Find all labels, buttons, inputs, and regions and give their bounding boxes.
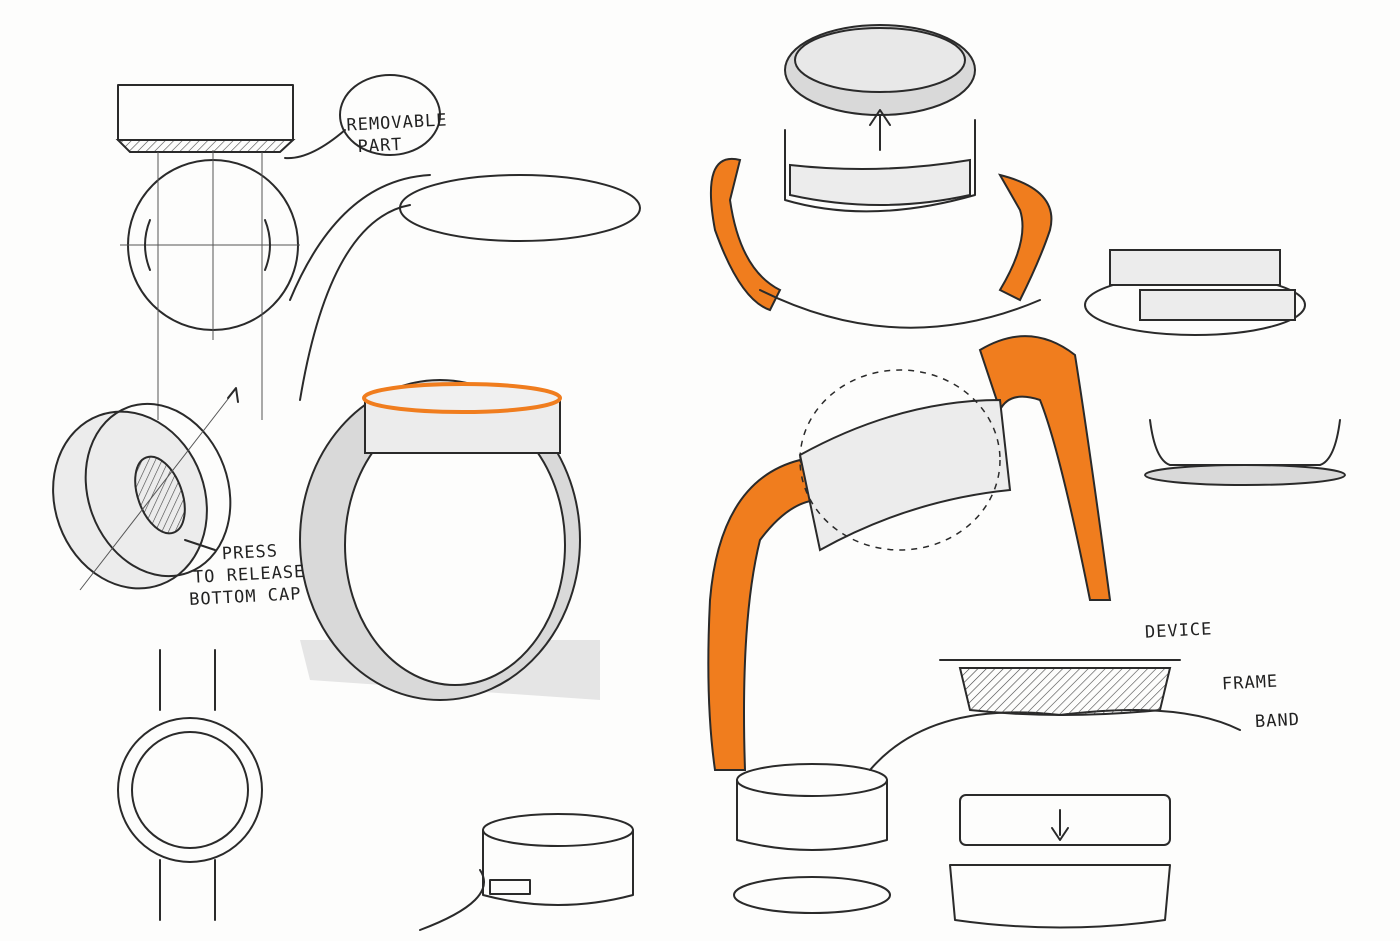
removable-cap-sketch: [115, 74, 441, 420]
watch-with-straps-sketch: [707, 335, 1112, 771]
annotation-device: DEVICE: [1144, 619, 1213, 643]
annotation-band: BAND: [1254, 709, 1301, 733]
annotation-press-to-release: PRESS TO RELEASE BOTTOM CAP: [186, 539, 307, 611]
frame-side-sketch: [1084, 249, 1346, 486]
device-frame-band-section: [733, 659, 1241, 929]
band-attachment-sketch: [709, 24, 1053, 329]
annotation-removable-part: REMOVABLE PART: [346, 109, 449, 158]
bottom-cap-sketch: [52, 387, 239, 591]
puck-sketch: [419, 813, 634, 931]
watch-front-sketch: [117, 649, 263, 921]
annotation-frame: FRAME: [1221, 671, 1279, 695]
wrist-watch-perspective-sketch: [299, 379, 600, 701]
flat-band-sketch: [289, 174, 641, 401]
